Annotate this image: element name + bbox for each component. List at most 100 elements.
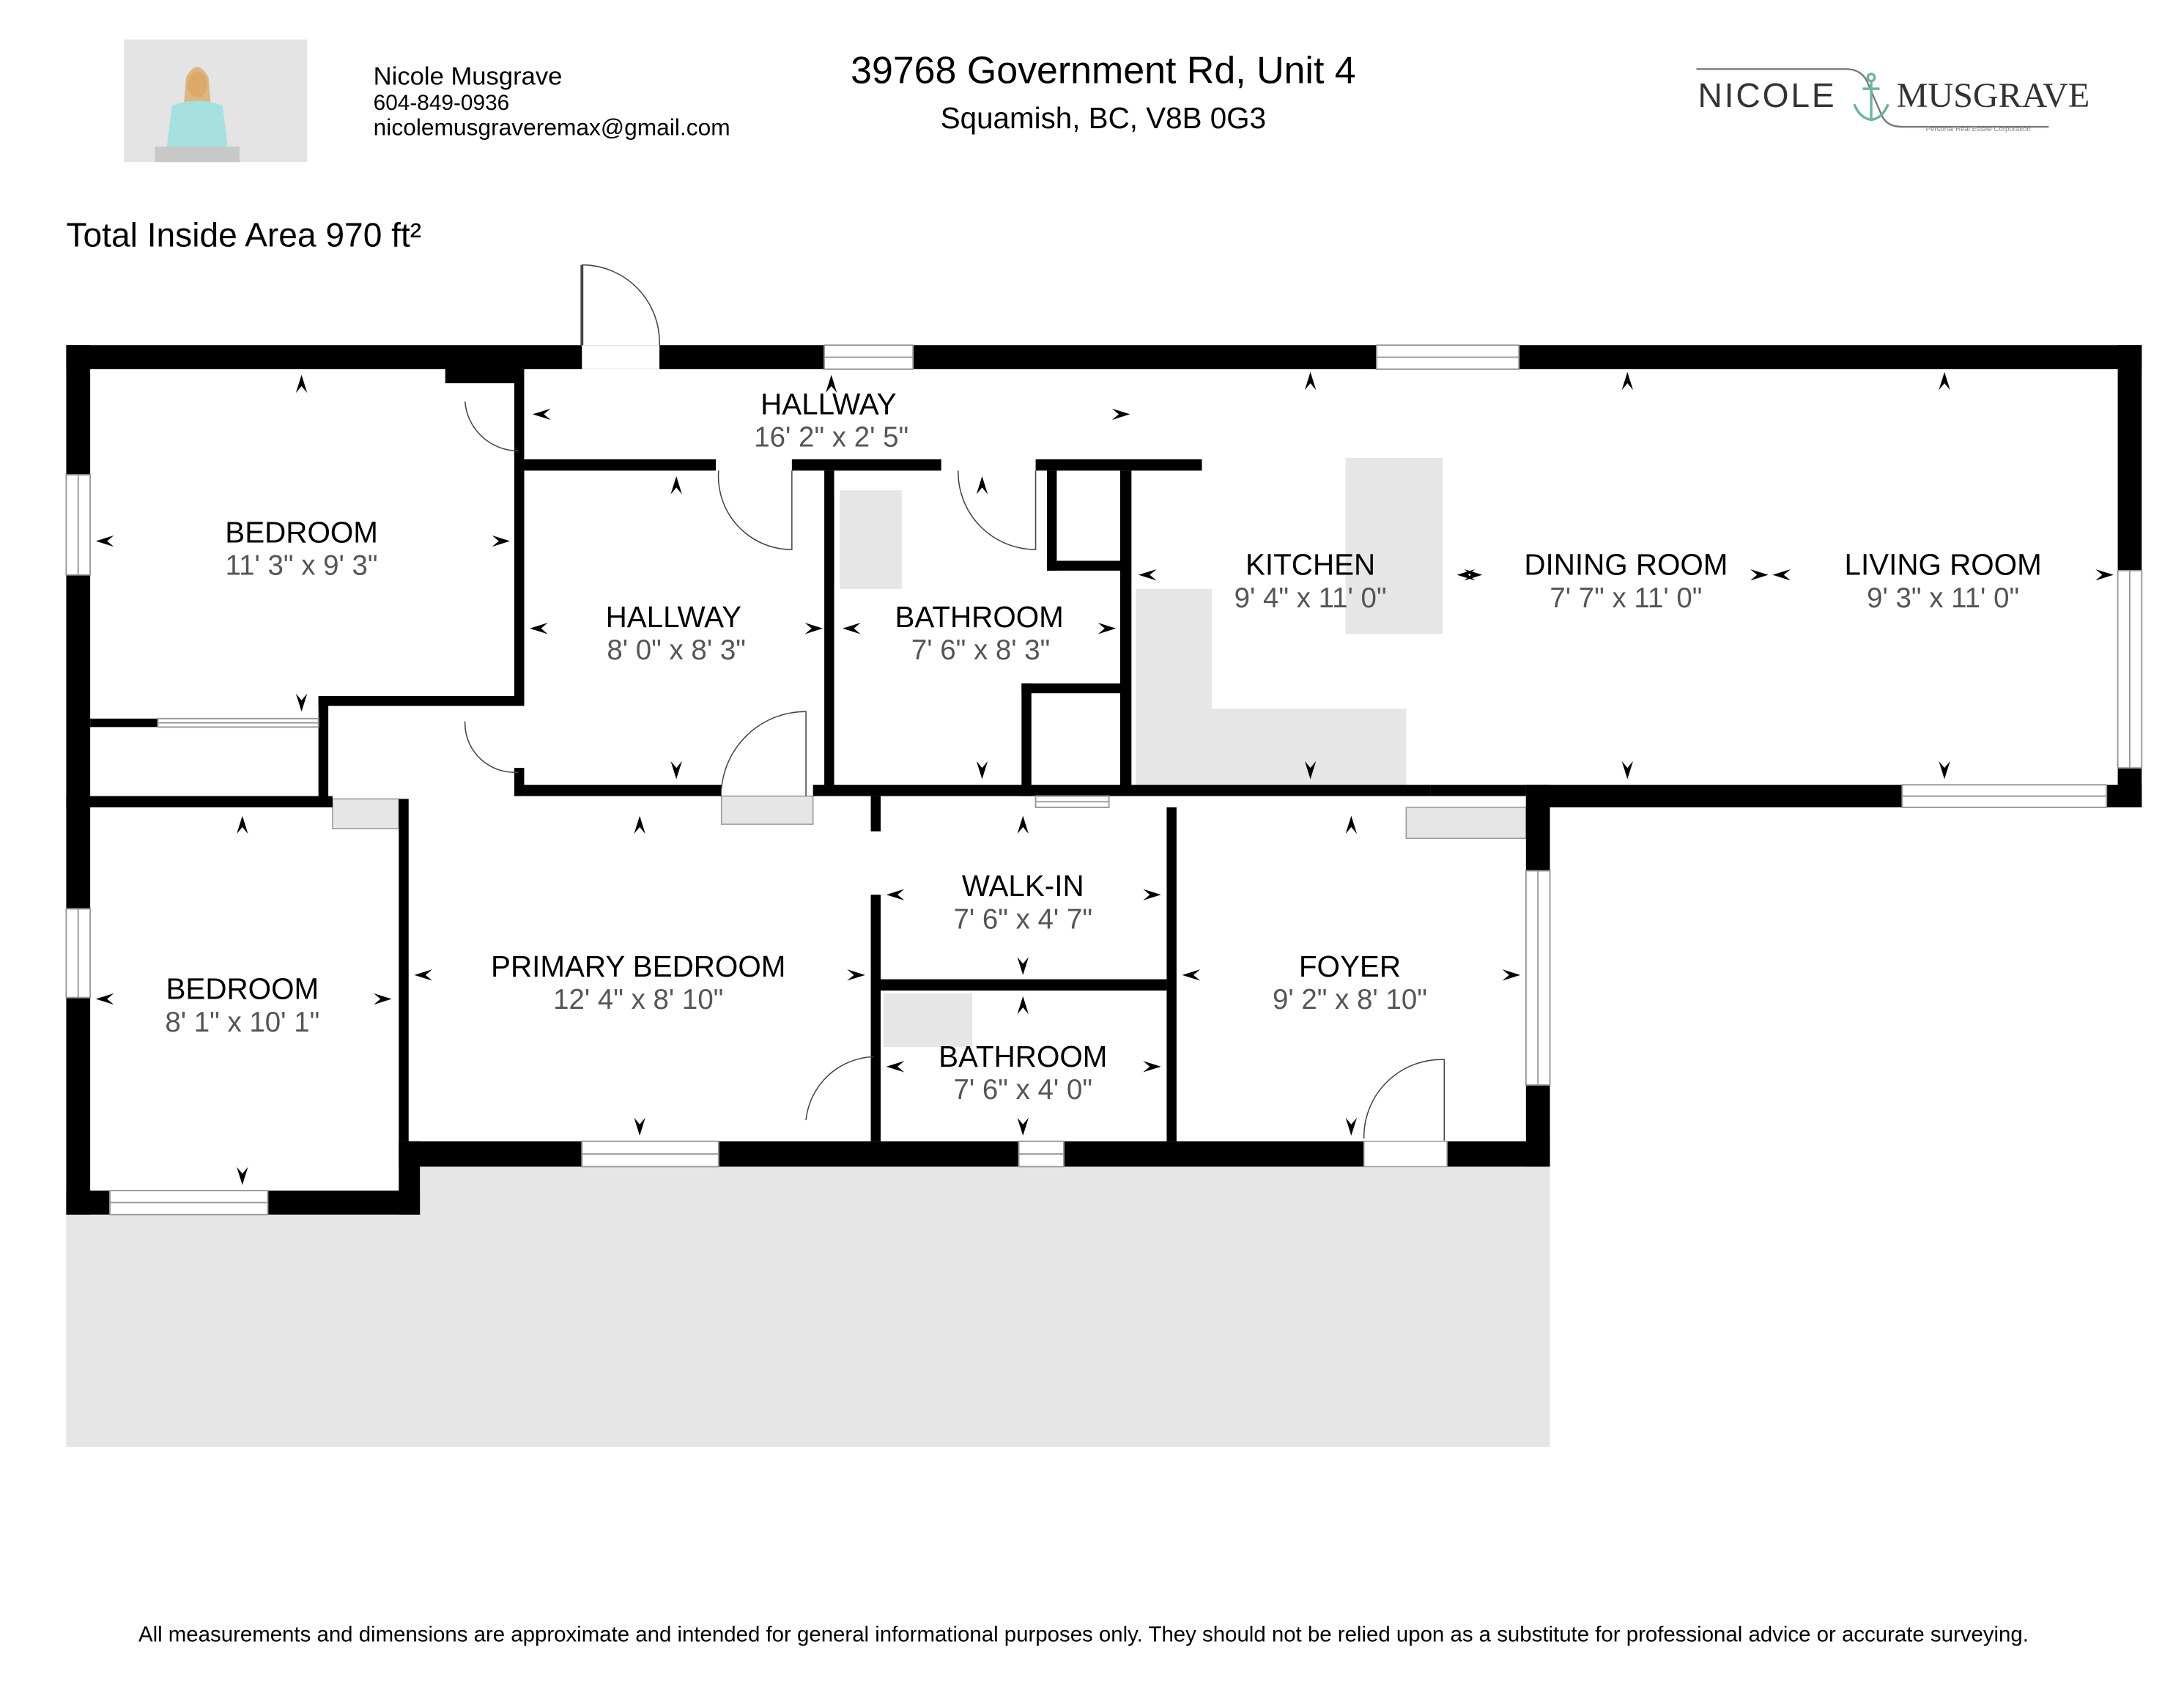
arrow-right-icon: [1143, 1061, 1161, 1073]
arrow-up-icon: [295, 374, 308, 393]
arrow-down-icon: [976, 760, 988, 780]
arrow-up-icon: [976, 476, 988, 495]
room-foyer: FOYER 9' 2" x 8' 10": [1273, 949, 1427, 1015]
room-name: DINING ROOM: [1524, 548, 1728, 582]
arrow-left-icon: [886, 1061, 905, 1073]
dimension-arrows: [95, 371, 2114, 1185]
room-dims: 7' 6" x 4' 7": [954, 903, 1093, 935]
windows: [65, 344, 2143, 1215]
arrow-down-icon: [1017, 957, 1029, 975]
arrow-up-icon: [1621, 371, 1634, 390]
arrow-down-icon: [670, 760, 682, 780]
agent-photo: [124, 39, 308, 163]
room-name: BEDROOM: [166, 972, 319, 1006]
arrow-right-icon: [1097, 623, 1117, 634]
arrow-right-icon: [2095, 569, 2114, 581]
wall: [399, 1141, 421, 1215]
arrow-left-icon: [1772, 569, 1791, 581]
room-name: HALLWAY: [606, 600, 742, 634]
arrow-right-icon: [492, 535, 511, 547]
disclaimer: All measurements and dimensions are appr…: [138, 1623, 2029, 1647]
room-dims: 9' 4" x 11' 0": [1234, 582, 1387, 614]
arrow-right-icon: [374, 993, 392, 1005]
room-dims: 7' 6" x 8' 3": [911, 634, 1051, 666]
agent-name: Nicole Musgrave: [374, 62, 563, 90]
brand-logo: NICOLE MUSGRAVE Personal Real Estate Cor…: [1696, 68, 2090, 133]
arrow-left-icon: [1182, 969, 1201, 981]
room-dims: 8' 1" x 10' 1": [165, 1007, 319, 1038]
wall: [318, 696, 329, 804]
room-dims: 11' 3" x 9' 3": [226, 550, 378, 582]
wall: [514, 459, 525, 705]
room-name: FOYER: [1299, 949, 1401, 983]
arrow-left-icon: [95, 993, 114, 1005]
wall: [445, 362, 522, 384]
arrow-left-icon: [1138, 569, 1157, 581]
wall: [1035, 459, 1202, 471]
room-dims: 9' 3" x 11' 0": [1867, 582, 2019, 614]
room-name: KITCHEN: [1245, 548, 1375, 582]
logo-first: NICOLE: [1698, 76, 1836, 114]
arrow-right-icon: [1111, 408, 1130, 421]
wall: [1430, 785, 1526, 796]
wall: [399, 799, 409, 1141]
arrow-down-icon: [295, 693, 308, 712]
arrow-down-icon: [1017, 1117, 1029, 1136]
room-dining-room: DINING ROOM 7' 7" x 11' 0": [1524, 548, 1728, 614]
agent-email[interactable]: nicolemusgraveremax@gmail.com: [374, 114, 730, 141]
logo-last: MUSGRAVE: [1897, 76, 2090, 115]
agent-phone: 604-849-0936: [374, 91, 510, 115]
wall: [812, 785, 1431, 796]
room-bedroom-2: BEDROOM 8' 1" x 10' 1": [165, 972, 319, 1038]
room-name: LIVING ROOM: [1845, 548, 2042, 582]
room-bathroom-1: BATHROOM 7' 6" x 8' 3": [895, 600, 1063, 666]
wall: [524, 459, 717, 471]
arrow-left-icon: [1456, 569, 1476, 581]
room-name: WALK-IN: [962, 869, 1084, 903]
arrow-left-icon: [95, 535, 114, 547]
arrow-right-icon: [1750, 569, 1769, 581]
wall: [791, 459, 941, 471]
doors[interactable]: [464, 264, 1448, 1168]
arrow-up-icon: [1304, 371, 1317, 390]
fixtures: [332, 458, 1527, 1047]
room-bathroom-2: BATHROOM 7' 6" x 4' 0": [939, 1040, 1107, 1106]
address-line1: 39768 Government Rd, Unit 4: [851, 49, 1356, 92]
wall: [1119, 470, 1132, 789]
arrow-down-icon: [1621, 760, 1634, 780]
arrow-up-icon: [1017, 996, 1029, 1015]
room-dims: 12' 4" x 8' 10": [553, 984, 723, 1015]
wall: [66, 796, 333, 807]
arrow-down-icon: [237, 1166, 248, 1185]
wall: [318, 696, 525, 706]
room-name: HALLWAY: [760, 387, 897, 421]
wall: [514, 369, 525, 448]
room-walk-in: WALK-IN 7' 6" x 4' 7": [954, 869, 1093, 935]
wall: [824, 470, 834, 789]
arrow-left-icon: [530, 623, 548, 634]
wall: [881, 979, 1167, 991]
room-dims: 7' 6" x 4' 0": [954, 1074, 1093, 1106]
wall: [1021, 683, 1128, 694]
arrow-left-icon: [414, 969, 433, 981]
wall: [1046, 560, 1128, 571]
walls: [66, 345, 2142, 1215]
arrow-down-icon: [1939, 760, 1950, 780]
wall: [66, 345, 2142, 369]
arrow-up-icon: [237, 815, 248, 834]
exterior-area: [66, 1166, 1550, 1448]
wall: [870, 796, 881, 832]
room-hallway-1: HALLWAY 16' 2" x 2' 5": [754, 387, 908, 453]
arrow-up-icon: [670, 476, 682, 495]
arrow-down-icon: [634, 1117, 645, 1136]
arrow-left-icon: [532, 408, 551, 421]
arrow-right-icon: [1143, 889, 1161, 900]
room-kitchen: KITCHEN 9' 4" x 11' 0": [1234, 548, 1387, 614]
arrow-up-icon: [826, 374, 837, 393]
wall: [514, 768, 525, 796]
room-name: BEDROOM: [225, 515, 378, 549]
arrow-up-icon: [1017, 815, 1029, 834]
room-name: BATHROOM: [895, 600, 1063, 634]
arrow-right-icon: [847, 969, 865, 981]
